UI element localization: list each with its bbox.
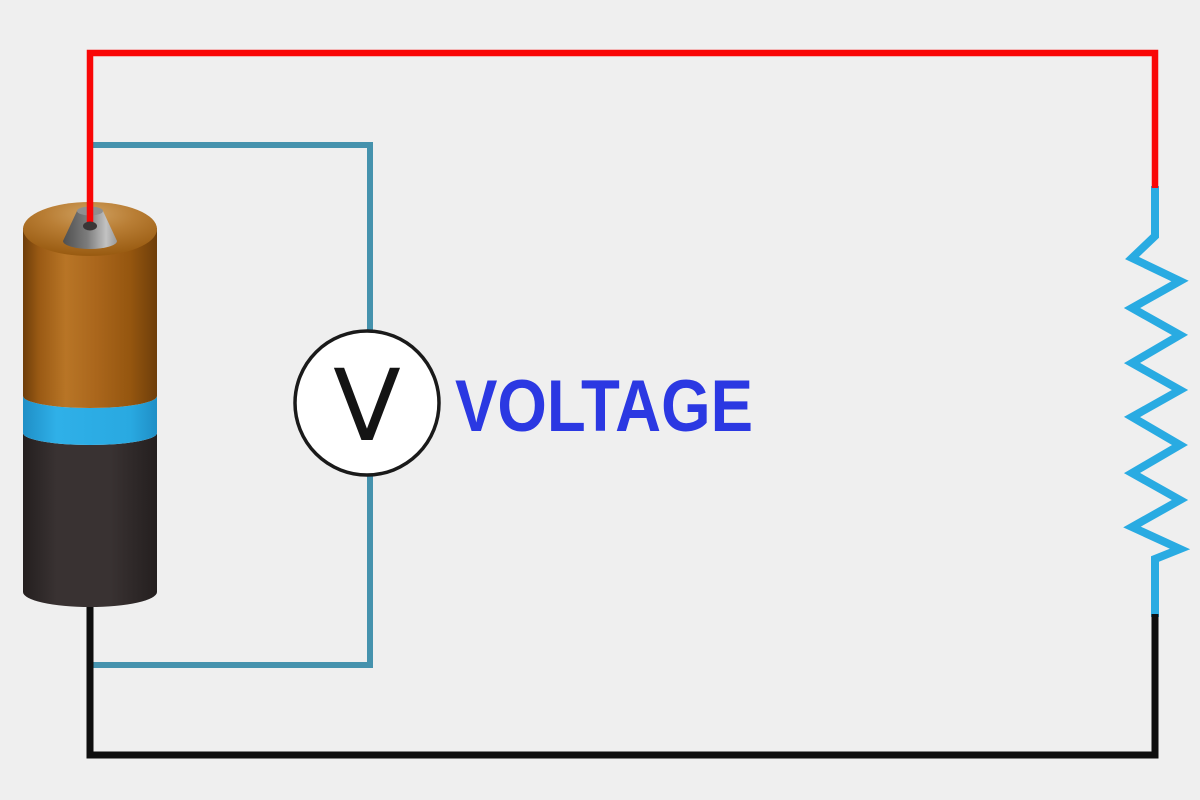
battery-graphic (23, 202, 157, 607)
terminal-contact-point (83, 221, 97, 231)
voltmeter-symbol: V (333, 349, 401, 464)
battery-black-segment (23, 433, 157, 607)
voltmeter-dial (293, 329, 441, 477)
battery-stripe (23, 396, 157, 445)
battery-body (23, 228, 157, 408)
resistor-symbol (1123, 186, 1191, 617)
positive-wire (86, 49, 1159, 227)
negative-wire (86, 598, 1159, 759)
voltage-label: VOLTAGE (455, 366, 753, 447)
